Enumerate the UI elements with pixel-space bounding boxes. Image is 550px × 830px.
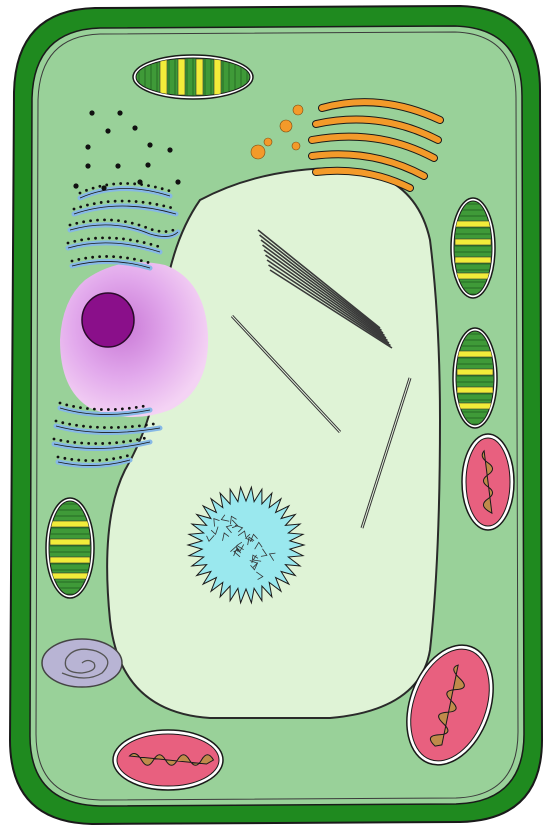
nucleolus [82,293,134,347]
nucleus [60,262,208,417]
chloroplast-right-upper [451,198,495,298]
chloroplast-left-lower [46,498,94,598]
mitochondrion-bottom [113,730,223,790]
chloroplast-top [133,55,253,99]
chloroplast-right-middle [453,328,497,428]
vesicle [42,639,122,687]
mitochondrion-right [462,434,514,530]
